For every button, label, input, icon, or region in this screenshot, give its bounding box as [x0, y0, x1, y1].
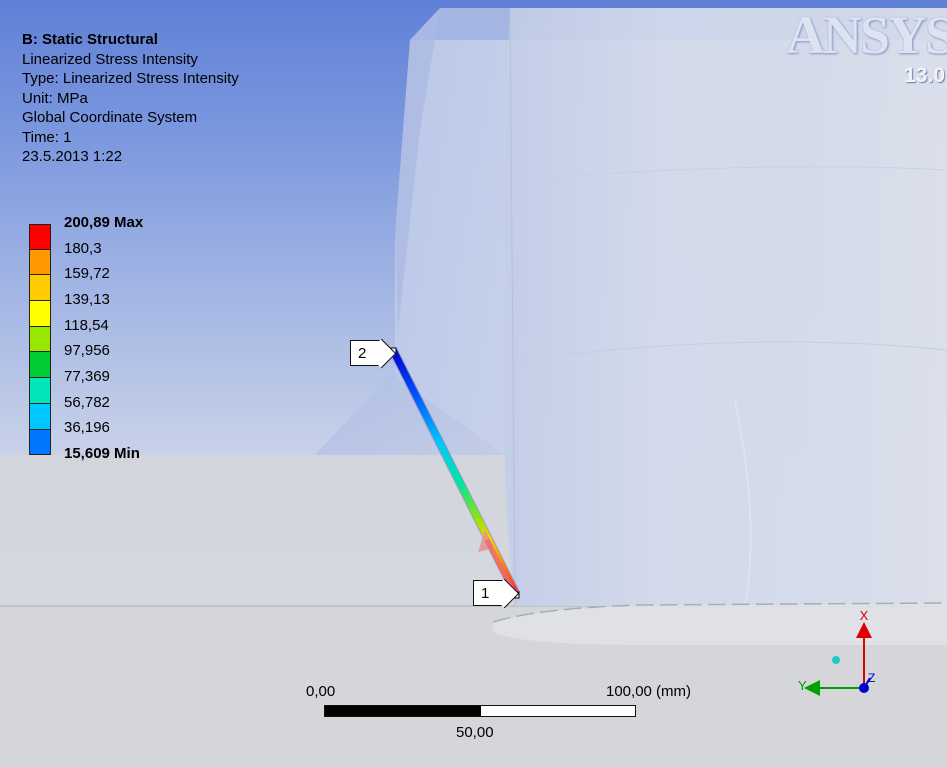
legend-color-bar	[29, 224, 51, 456]
legend-max-label: 200,89 Max	[64, 214, 144, 231]
legend-swatch	[29, 224, 51, 250]
scale-mid-label: 50,00	[456, 724, 494, 741]
legend-swatch	[29, 378, 51, 404]
scale-left-label: 0,00	[306, 683, 336, 700]
legend-label: 159,72	[64, 265, 110, 282]
z-axis-label: Z	[868, 671, 875, 685]
legend-label: 97,956	[64, 342, 110, 359]
coordinate-triad[interactable]: X Y Z	[786, 602, 886, 702]
legend-label: 77,369	[64, 368, 110, 385]
probe-point-2-callout[interactable]: 2	[350, 340, 382, 366]
scale-bar	[324, 705, 636, 717]
legend-label: 118,54	[64, 317, 109, 334]
legend-min-label: 15,609 Min	[64, 445, 140, 462]
coordinate-system: Global Coordinate System	[22, 109, 198, 126]
probe-point-1-callout[interactable]: 1	[473, 580, 505, 606]
analysis-title: B: Static Structural	[22, 31, 158, 48]
probe-point-2-label: 2	[358, 345, 367, 362]
result-unit: Unit: MPa	[22, 89, 88, 107]
y-axis-label: Y	[798, 678, 807, 693]
legend-label: 36,196	[64, 419, 110, 436]
legend-label: 56,782	[64, 394, 110, 411]
logo-name: ANSYS	[785, 5, 947, 65]
legend-swatch	[29, 429, 51, 456]
legend-swatch	[29, 301, 51, 327]
ansys-logo: ANSYS 13.0	[785, 5, 947, 88]
legend-swatch	[29, 249, 51, 276]
scale-right-label: 100,00 (mm)	[606, 683, 692, 700]
result-info-block: B: Static Structural Linearized Stress I…	[22, 30, 239, 167]
legend-swatch	[29, 403, 51, 430]
probe-point-1-label: 1	[481, 585, 490, 602]
result-type: Type: Linearized Stress Intensity	[22, 70, 239, 87]
legend-label: 139,13	[64, 291, 110, 308]
result-date: 23.5.2013 1:22	[22, 148, 123, 165]
legend-swatch	[29, 275, 51, 302]
result-name: Linearized Stress Intensity	[22, 50, 198, 68]
legend-label: 180,3	[64, 240, 102, 257]
x-axis-label: X	[860, 608, 869, 623]
legend-swatch	[29, 352, 51, 379]
result-time: Time: 1	[22, 128, 72, 146]
legend-swatch	[29, 326, 51, 353]
triad-center-ball	[832, 656, 840, 664]
logo-version: 13.0	[904, 64, 945, 87]
